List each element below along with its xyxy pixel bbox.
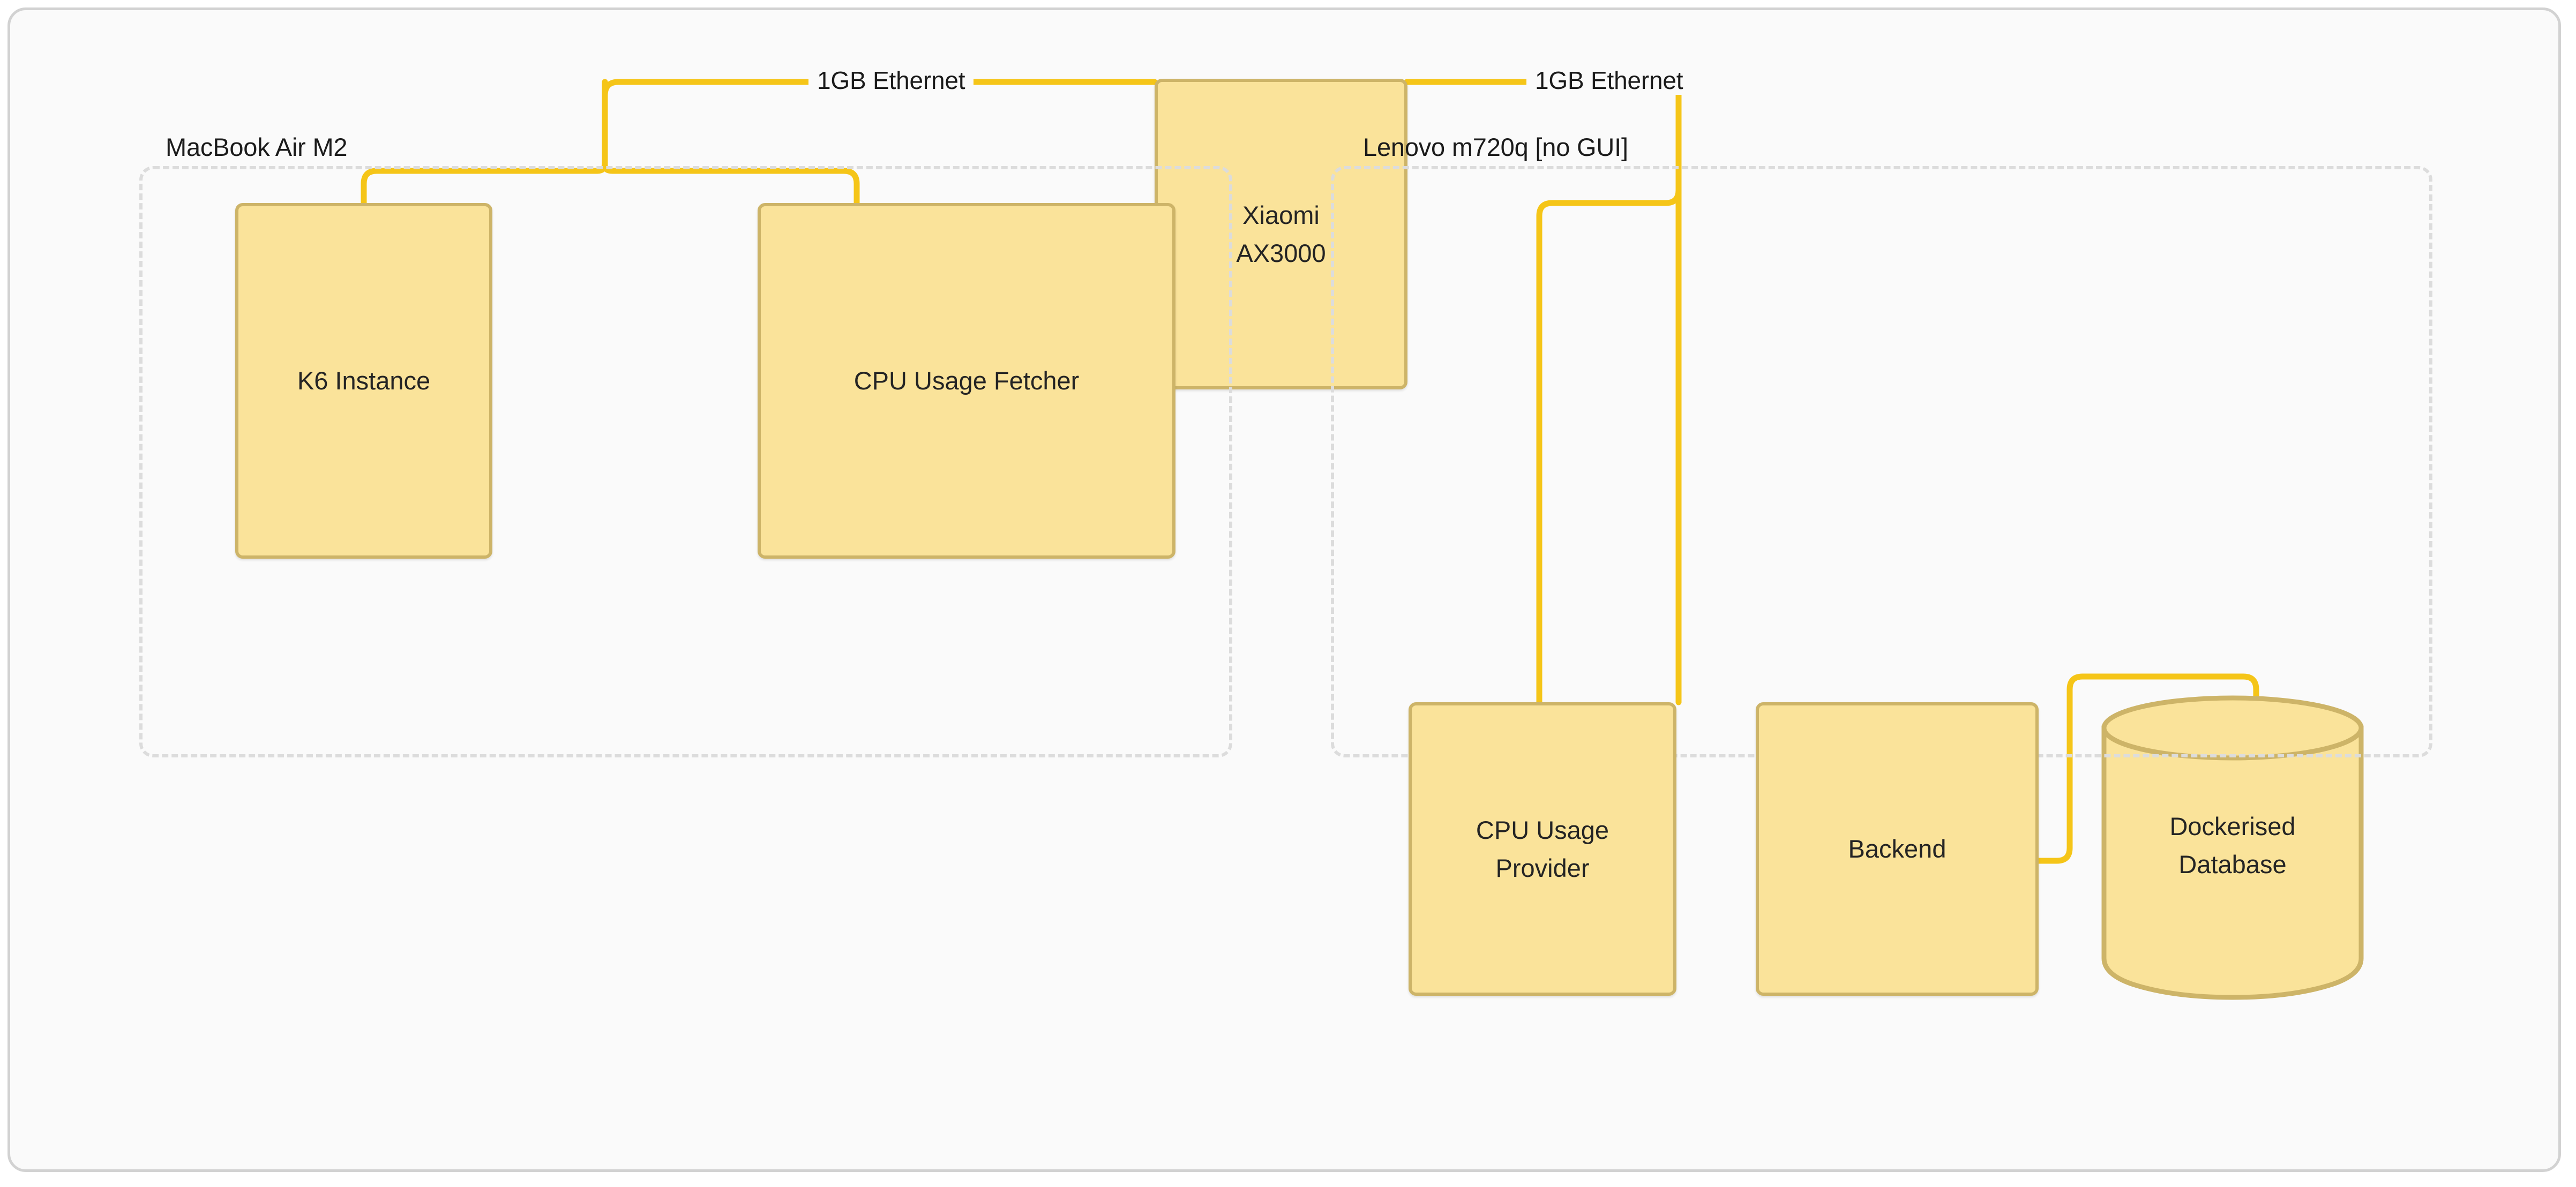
k6-instance-label: K6 Instance	[297, 366, 431, 395]
cpu-usage-fetcher-node[interactable]: CPU Usage Fetcher	[758, 203, 1175, 559]
router-label: Xiaomi AX3000	[1229, 196, 1333, 273]
router-label-line1: Xiaomi	[1242, 200, 1320, 229]
edge-backend-to-database	[2035, 673, 2259, 864]
dockerised-database-label-line1: Dockerised	[2169, 812, 2296, 840]
dockerised-database-label: Dockerised Database	[2104, 807, 2361, 884]
lenovo-group-label: Lenovo m720q [no GUI]	[1363, 133, 1628, 161]
cpu-usage-provider-node[interactable]: CPU Usage Provider	[1409, 702, 1676, 996]
edge-label-right: 1GB Ethernet	[1526, 66, 1692, 95]
cpu-usage-fetcher-label: CPU Usage Fetcher	[853, 366, 1080, 395]
lenovo-group	[1331, 166, 2432, 757]
cpu-usage-provider-label-line1: CPU Usage	[1476, 815, 1609, 844]
k6-instance-node[interactable]: K6 Instance	[235, 203, 492, 559]
cpu-usage-provider-label: CPU Usage Provider	[1469, 811, 1616, 888]
backend-label: Backend	[1848, 835, 1946, 863]
edge-label-left: 1GB Ethernet	[808, 66, 974, 95]
backend-node[interactable]: Backend	[1756, 702, 2039, 996]
edge-lenovo-to-provider	[1536, 187, 1682, 705]
diagram-canvas: Xiaomi AX3000 1GB Ethernet 1GB Ethernet …	[8, 7, 2561, 1172]
cpu-usage-provider-label-line2: Provider	[1495, 854, 1590, 882]
router-node[interactable]: Xiaomi AX3000	[1155, 79, 1407, 389]
router-label-line2: AX3000	[1236, 239, 1326, 267]
dockerised-database-shape	[2101, 695, 2364, 1000]
macbook-group-label: MacBook Air M2	[166, 133, 348, 161]
macbook-group	[139, 166, 1232, 757]
dockerised-database-label-line2: Database	[2178, 850, 2287, 879]
